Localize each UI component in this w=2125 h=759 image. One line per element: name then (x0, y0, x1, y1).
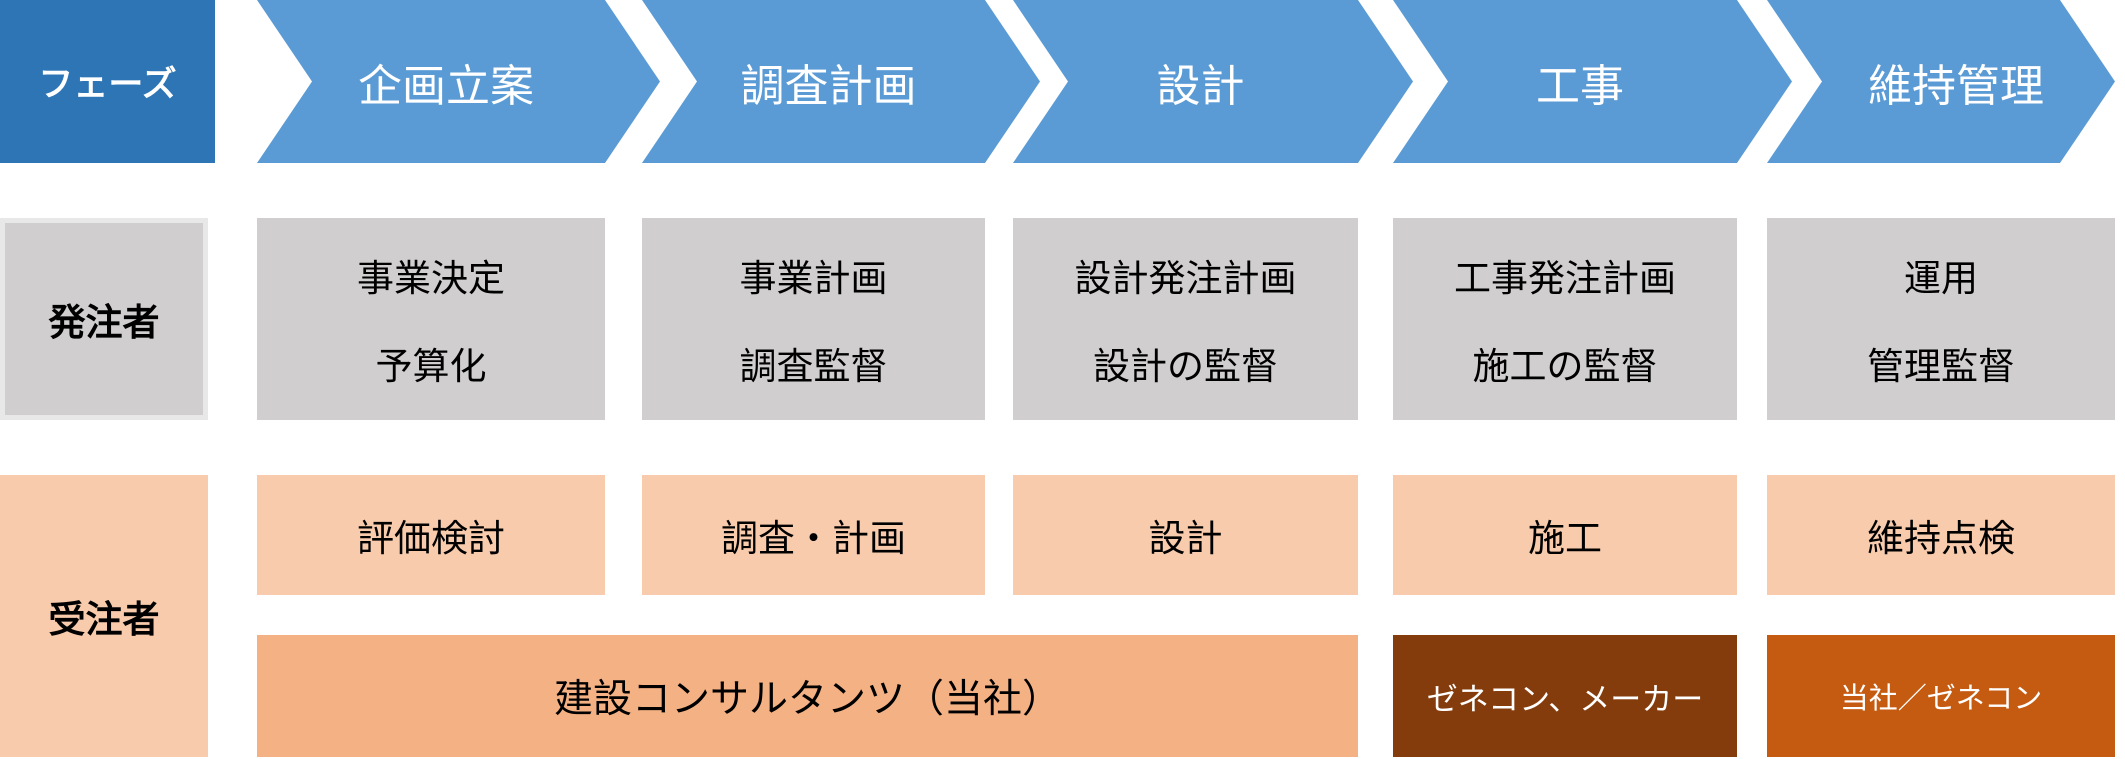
contractor-task-3: 設計 (1013, 475, 1358, 595)
orderer-cell-2-line-1: 事業計画 (739, 258, 888, 299)
performer-general-contractor-box: ゼネコン、メーカー (1393, 635, 1737, 757)
orderer-cell-5-line-1: 運用 (1904, 258, 1978, 299)
orderer-row-header: 発注者 (0, 218, 208, 420)
phase-arrow-shape-5 (1767, 0, 2115, 163)
orderer-cell-4-line-1: 工事発注計画 (1454, 258, 1676, 299)
phase-arrow-label-2: 調査計画 (740, 61, 917, 111)
phase-row-header: フェーズ (0, 0, 215, 163)
phase-arrow-shape-4 (1393, 0, 1792, 163)
contractor-task-4: 施工 (1393, 475, 1737, 595)
performer-consultant-box: 建設コンサルタンツ（当社） (257, 635, 1358, 757)
orderer-cell-1: 事業決定 予算化 (257, 218, 605, 420)
orderer-cell-1-line-2: 予算化 (375, 346, 487, 387)
phase-arrow-label-4: 工事 (1536, 61, 1624, 111)
orderer-cell-5-line-2: 管理監督 (1867, 346, 2015, 387)
contractor-row-header: 受注者 (0, 475, 208, 757)
phase-arrows-graphic (257, 0, 2115, 163)
orderer-cell-2: 事業計画 調査監督 (642, 218, 985, 420)
contractor-task-1: 評価検討 (257, 475, 605, 595)
contractor-task-5: 維持点検 (1767, 475, 2115, 595)
performer-company-gc-box: 当社／ゼネコン (1767, 635, 2115, 757)
orderer-cell-1-line-1: 事業決定 (357, 258, 505, 299)
orderer-cell-3-line-1: 設計発注計画 (1074, 258, 1297, 299)
phase-arrow-label-1: 企画立案 (358, 61, 534, 111)
orderer-cell-2-line-2: 調査監督 (739, 346, 888, 387)
orderer-cell-4: 工事発注計画 施工の監督 (1393, 218, 1737, 420)
orderer-cell-5: 運用 管理監督 (1767, 218, 2115, 420)
phase-arrow-label-5: 維持管理 (1868, 61, 2044, 111)
orderer-cell-4-line-2: 施工の監督 (1472, 346, 1658, 387)
phase-arrow-shape-2 (642, 0, 1040, 163)
contractor-task-2: 調査・計画 (642, 475, 985, 595)
phase-arrow-shape-3 (1013, 0, 1413, 163)
phase-arrow-shape-1 (257, 0, 660, 163)
orderer-cell-3: 設計発注計画 設計の監督 (1013, 218, 1358, 420)
orderer-cell-3-line-2: 設計の監督 (1093, 346, 1278, 387)
phase-arrow-label-3: 設計 (1156, 61, 1245, 111)
